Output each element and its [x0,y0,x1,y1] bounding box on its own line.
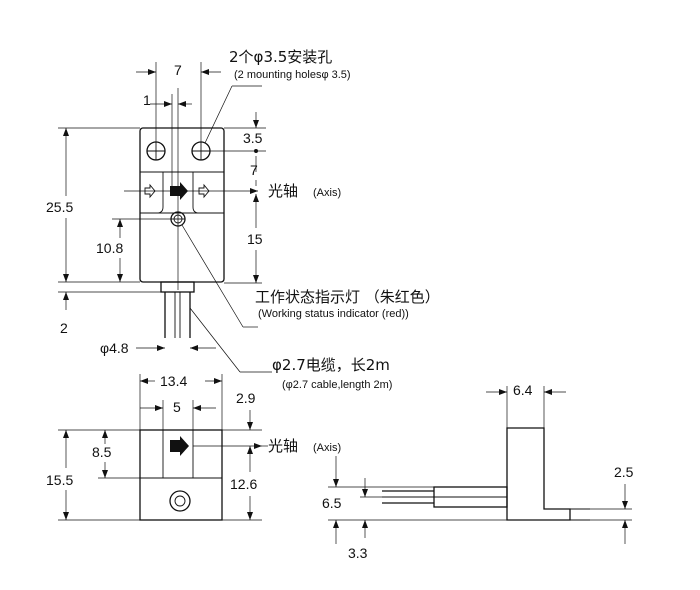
dim-right-15: 15 [247,231,263,247]
dim-right-7: 7 [250,162,258,178]
axis-label-en: (Axis) [313,187,341,199]
dim-width-13-4: 13.4 [160,373,187,389]
indicator-label: 工作状态指示灯 （朱红色） [255,288,440,306]
mount-holes-label: 2个φ3.5安装孔 [229,48,332,66]
dim-side-2-5: 2.5 [614,464,634,480]
dim-side-6-4: 6.4 [513,382,533,398]
cable-label-en: (φ2.7 cable,length 2m) [282,379,392,391]
dim-hole-3-5: 3.5 [243,130,263,146]
bottom-view: 13.4 5 2.9 光轴 (Axis) 12.6 15.5 [46,373,341,521]
side-view: 6.4 2.5 6.5 3.3 [322,382,634,561]
dim-height-25-5: 25.5 [46,199,73,215]
mounting-hole-left [146,141,166,161]
mounting-hole-bottom [169,490,191,512]
dim-width-5: 5 [173,399,181,415]
dim-12-6: 12.6 [230,476,257,492]
front-view: 7 1 2个φ3.5安装孔 (2 mounting holesφ 3.5) 3.… [46,48,440,391]
side-body [506,427,571,521]
dim-side-3-3: 3.3 [348,545,368,561]
dim-left-2: 2 [60,320,68,336]
dim-side-6-5: 6.5 [322,495,342,511]
axis-label: 光轴 [268,182,298,200]
dim-left-10-8: 10.8 [96,240,123,256]
axis2-label: 光轴 [268,437,298,455]
cable-label: φ2.7电缆，长2m [272,356,390,374]
dim-dia-4-8: φ4.8 [100,340,129,356]
cable-front [160,281,195,338]
dim-8-5: 8.5 [92,444,112,460]
dim-height-15-5: 15.5 [46,472,73,488]
bottom-body [139,429,223,521]
dim-top-1: 1 [143,92,151,108]
indicator-label-en: (Working status indicator (red)) [258,308,409,320]
dim-2-9: 2.9 [236,390,256,406]
axis2-label-en: (Axis) [313,442,341,454]
mount-holes-label-en: (2 mounting holesφ 3.5) [234,69,351,81]
mounting-hole-right [191,141,211,161]
cable-side [382,486,508,508]
dim-top-7: 7 [174,62,182,78]
